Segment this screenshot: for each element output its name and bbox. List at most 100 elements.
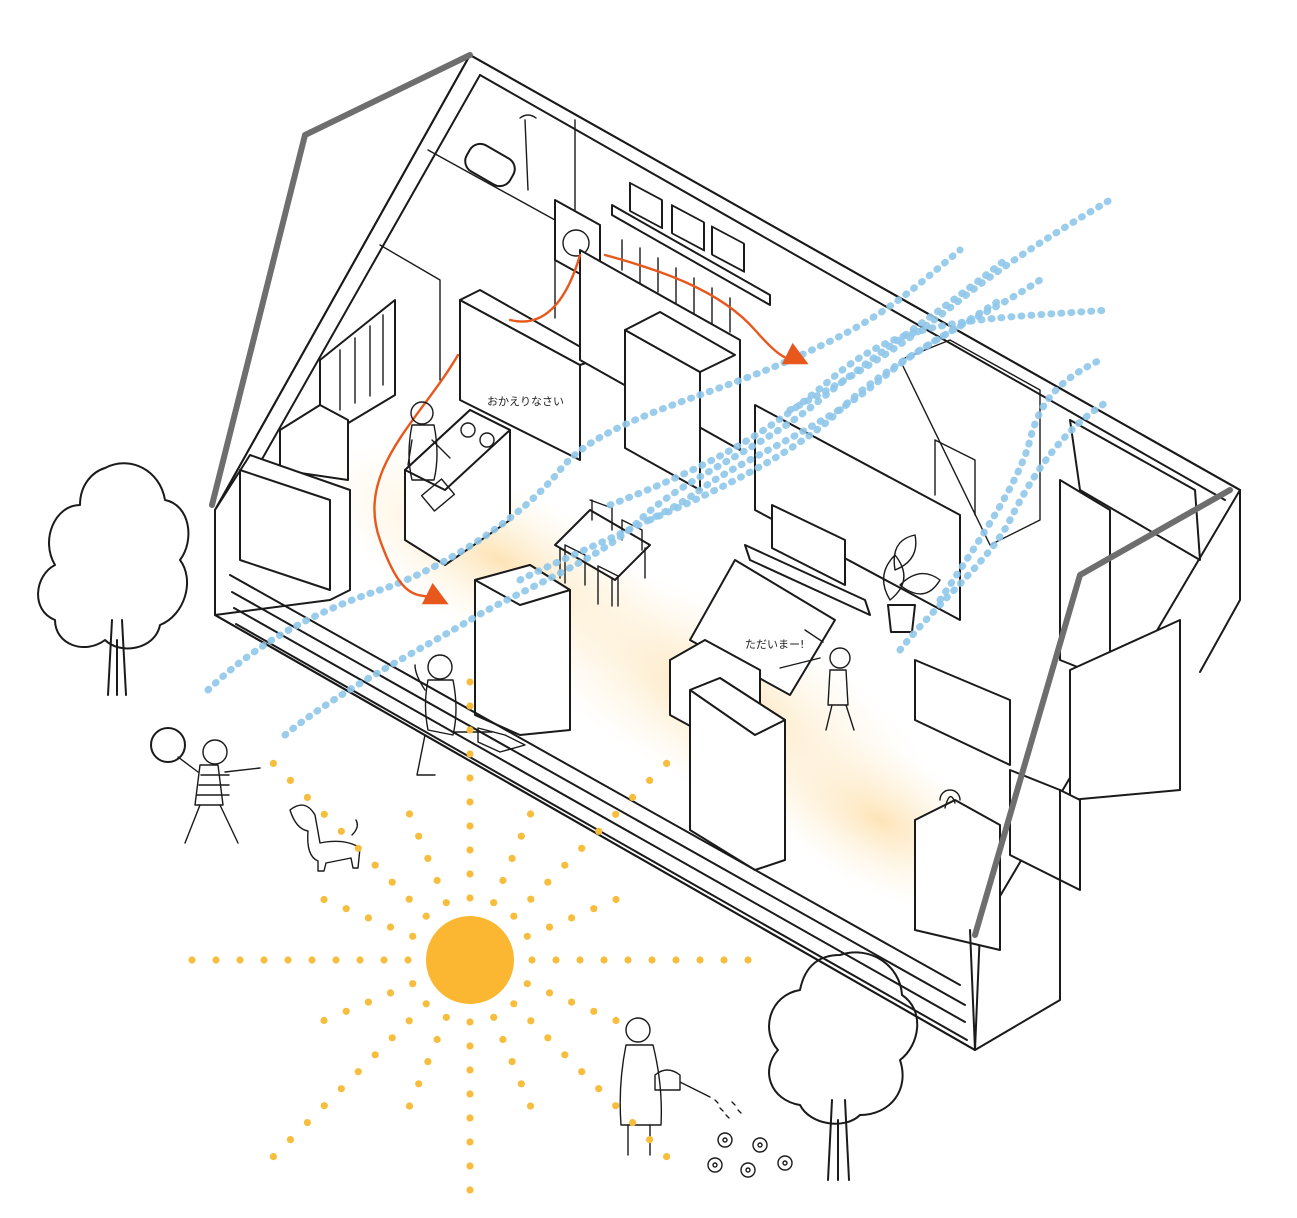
balcony-rail-3 [233, 607, 966, 1023]
side-cabinet [279, 404, 349, 481]
hanging-clothes [621, 239, 731, 333]
sun-ray-dot [499, 1035, 507, 1044]
storage-cabinet-top [474, 564, 571, 606]
sun-ray-dot [508, 1058, 516, 1066]
sun-ray-dot [646, 1136, 654, 1144]
sun-ray-dot [269, 759, 277, 768]
path-kitchen-to-laundry [508, 253, 582, 323]
sun-ray-dot [466, 1042, 474, 1050]
sun-ray-dot [517, 1080, 525, 1088]
sun-ray-dot [595, 1085, 603, 1093]
sun-ray-dot [510, 912, 518, 920]
sun-ray-dot [320, 1102, 328, 1110]
sun-ray-dot [466, 702, 474, 710]
sun-ray-dot [320, 1016, 328, 1025]
sun-ray-dot [424, 1058, 432, 1066]
sun-ray-dot [528, 956, 536, 964]
sun-ray-dot [466, 1138, 474, 1146]
dog-icon [289, 804, 361, 872]
shower-head [519, 114, 537, 191]
front-right-pillar [969, 789, 1061, 1051]
sun-ray-dot [342, 905, 350, 913]
person-child-playing [150, 727, 261, 844]
sun-ray-dot [466, 1162, 474, 1170]
path-kitchen-to-living [373, 353, 460, 605]
sun-ray-dot [629, 1119, 637, 1127]
sun-ray-dot [332, 956, 340, 964]
sun-ray-dot [590, 1007, 598, 1015]
sun-ray-dot [744, 956, 752, 964]
sun-ray-dot [490, 1013, 498, 1021]
sun-ray-dot [720, 956, 728, 964]
sun-ray-dot [561, 861, 569, 869]
right-bedroom-closet [1059, 479, 1111, 681]
sun-ray-dot [466, 678, 474, 686]
house-floor-plan [209, 52, 1241, 1051]
sun-ray-dot [544, 878, 552, 886]
back-wall-top-edge [469, 54, 1241, 491]
sun-ray-dot [523, 980, 531, 988]
sun-ray-dot [600, 956, 608, 964]
sun-ray-dot [422, 1000, 430, 1008]
speech-im-home: ただいまー! [745, 638, 804, 651]
sun-ray-dot [405, 810, 414, 818]
sun-ray-dot [663, 759, 671, 768]
sun-ray-dot [320, 810, 328, 818]
sun-ray-dot [303, 1119, 311, 1127]
closet-shelf [611, 204, 771, 306]
sun-ray-dot [466, 1186, 474, 1194]
stove-burner-2 [479, 432, 495, 448]
roof-outline-left [209, 52, 473, 508]
sun-ray-dot [269, 1153, 277, 1161]
storage-box-3 [711, 225, 745, 273]
tv-wall [754, 404, 961, 621]
sun-ray-dot [356, 956, 364, 964]
right-wall-outer-edge [1199, 489, 1241, 673]
sun-ray-dot [466, 822, 474, 830]
left-wall-top-edge [214, 54, 471, 511]
sun-ray-dot [508, 854, 516, 863]
sun-ray-dot [499, 876, 507, 885]
sun-ray-dot [424, 854, 432, 863]
sun-ray-dot [517, 832, 525, 840]
bed-top [689, 677, 786, 736]
sun-ray-dot [595, 827, 603, 835]
sun-ray-dot [648, 956, 656, 964]
stove-burner-1 [460, 422, 476, 438]
sun-ray-dot [646, 776, 654, 785]
wind-streams [204, 196, 1114, 739]
ball-icon [150, 727, 186, 763]
sun-ray-dot [415, 832, 423, 840]
sun-ray-dot [466, 846, 474, 854]
entrance-door-panel [239, 469, 331, 591]
desk-cabinet [914, 799, 1001, 951]
dining-chair-4 [597, 565, 619, 607]
sun-ray-dot [386, 923, 395, 931]
person-mother-cooking [407, 401, 451, 481]
sun-ray-dot [466, 726, 474, 734]
fridge-top [624, 311, 736, 373]
back-lower-cabinet [1009, 769, 1081, 891]
sun-ray-dot [409, 980, 417, 988]
washing-machine-door [562, 229, 590, 257]
balcony-rail-1 [229, 574, 961, 986]
sun-ray-dot [405, 895, 413, 903]
sun-ray-dot [663, 1153, 671, 1161]
sun-ray-dot [672, 956, 680, 964]
sun-ray-dot [466, 1114, 474, 1122]
sun-ray-dot [212, 956, 220, 964]
sun-ray-dot [260, 956, 268, 964]
sun-ray-dot [405, 1102, 414, 1110]
speech-line-welcome [779, 629, 824, 669]
sun-ray-dot [308, 956, 316, 964]
sun-ray-dot [337, 827, 345, 835]
sun-ray-dot [466, 870, 474, 878]
sun-ray-dot [578, 1068, 586, 1076]
storage-box-1 [629, 181, 663, 230]
sun-ray-dot [371, 861, 379, 869]
right-storage-unit [1069, 619, 1181, 801]
bookshelf [319, 299, 396, 426]
bookshelf-lines [339, 314, 384, 411]
sun-ray-dot [286, 776, 294, 785]
